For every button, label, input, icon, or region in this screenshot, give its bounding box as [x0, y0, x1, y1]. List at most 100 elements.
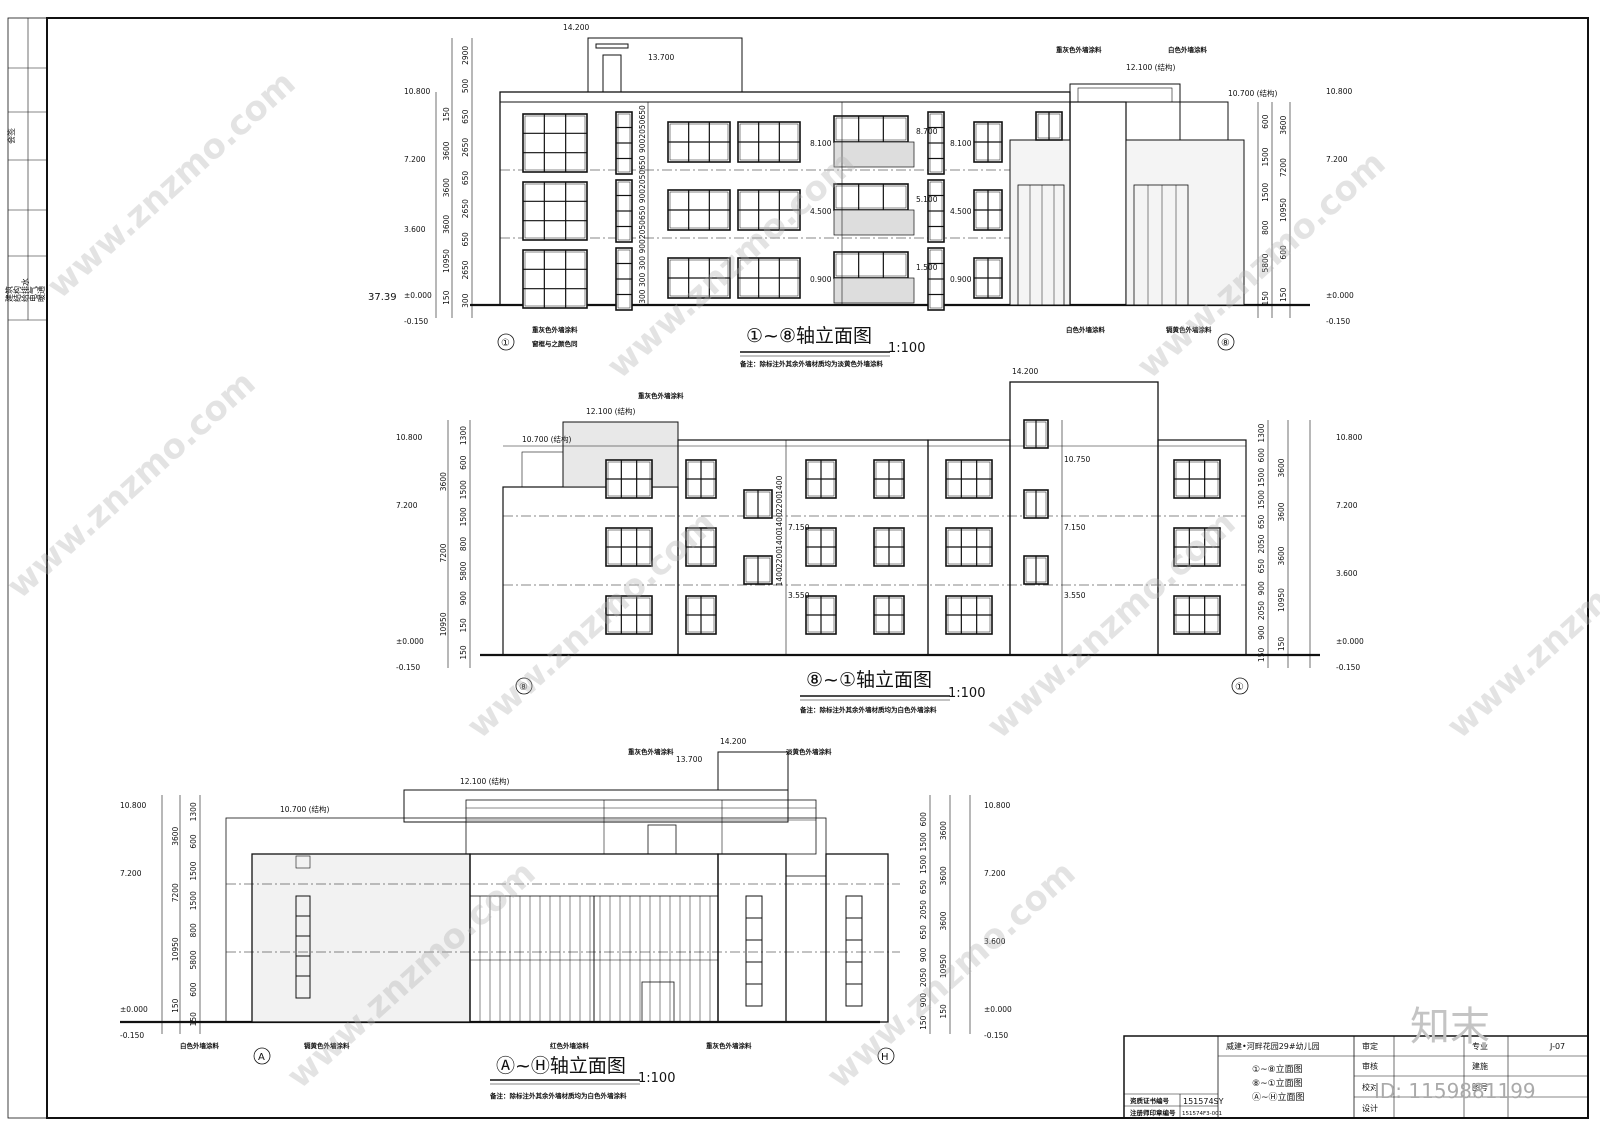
- window: [1023, 419, 1049, 449]
- window: [927, 179, 945, 243]
- dimension-label: 2050: [638, 220, 647, 239]
- note-number: 37.39: [368, 292, 397, 303]
- level-label: ±0.000: [120, 1005, 148, 1014]
- strip-label: 会签: [6, 128, 16, 144]
- dimension-label: 1300: [459, 426, 468, 445]
- dimension-label: 900: [919, 948, 928, 963]
- window: [1173, 459, 1221, 499]
- dimension-label: 650: [638, 155, 647, 170]
- dimension-label: 300: [461, 293, 470, 308]
- dimension-label: 1500: [189, 861, 198, 880]
- level-label: 4.500: [950, 207, 972, 216]
- level-label: 3.550: [1064, 591, 1086, 600]
- level-label: 10.800: [984, 801, 1010, 810]
- dimension-label: 7200: [171, 883, 180, 902]
- window: [737, 189, 801, 231]
- level-label: 13.700: [648, 53, 674, 62]
- dimension-label: 650: [919, 880, 928, 895]
- window: [927, 247, 945, 311]
- dimension-label: 2650: [461, 138, 470, 157]
- reg-value: 151574F3-001: [1182, 1111, 1222, 1117]
- level-label: 7.200: [404, 155, 426, 164]
- axis-marker: A: [258, 1052, 265, 1063]
- window: [833, 251, 909, 279]
- drawing-name: Ⓐ~Ⓗ立面图: [1252, 1091, 1305, 1103]
- dimension-label: 3600: [439, 472, 448, 491]
- dimension-label: 3600: [939, 866, 948, 885]
- level-label: 10.700 (结构): [522, 434, 572, 444]
- dimension-label: 10950: [171, 937, 180, 961]
- dimension-label: 7200: [439, 543, 448, 562]
- tb-row-label: 审核: [1362, 1061, 1378, 1071]
- level-label: 7.200: [1336, 501, 1358, 510]
- level-label: 7.150: [788, 523, 810, 532]
- material-label: 白色外墙涂料: [1066, 325, 1106, 334]
- window: [1023, 555, 1049, 585]
- level-label: 0.900: [950, 275, 972, 284]
- window: [685, 459, 717, 499]
- dimension-label: 2650: [461, 199, 470, 218]
- dimension-label: 150: [1261, 291, 1270, 306]
- window: [805, 527, 837, 567]
- level-label: -0.150: [404, 317, 428, 326]
- level-label: -0.150: [396, 663, 420, 672]
- dimension-label: 600: [1261, 114, 1270, 129]
- axis-marker: ⑧: [1221, 338, 1230, 349]
- window: [1023, 489, 1049, 519]
- dimension-label: 600: [189, 834, 198, 849]
- windows-row: [522, 111, 1063, 311]
- elevation-note: 备注：除标注外其余外墙材质均为白色外墙涂料: [799, 705, 937, 714]
- dimension-label: 900: [919, 993, 928, 1008]
- window: [945, 595, 993, 635]
- material-label: 重灰色外墙涂料: [532, 325, 578, 334]
- level-label: 8.700: [916, 127, 938, 136]
- window: [945, 459, 993, 499]
- dimension-label: 650: [1257, 514, 1266, 529]
- dimension-label: 1500: [919, 832, 928, 851]
- dimension-label: 1500: [1261, 183, 1270, 202]
- dimension-label: 600: [919, 812, 928, 827]
- window: [737, 257, 801, 299]
- dimension-label: 3600: [1279, 115, 1288, 134]
- level-label: 14.200: [720, 737, 746, 746]
- window: [743, 555, 773, 585]
- level-label: -0.150: [1336, 663, 1360, 672]
- dimension-label: 650: [461, 109, 470, 124]
- dimension-label: 150: [459, 645, 468, 660]
- level-label: ±0.000: [984, 1005, 1012, 1014]
- watermark-text: www.znzmo.com: [1439, 503, 1600, 746]
- dimension-label: 600: [459, 455, 468, 470]
- dimension-label: 300: [638, 289, 647, 304]
- elevation-scale: 1:100: [638, 1071, 675, 1086]
- cert-label: 资质证书编号: [1130, 1096, 1170, 1105]
- dimension-label: 600: [1279, 245, 1288, 260]
- inner-frame: [46, 17, 1589, 1119]
- dimension-label: 3600: [1277, 546, 1286, 565]
- cert-value: 151574SY: [1183, 1097, 1224, 1106]
- window: [522, 113, 588, 173]
- dimension-label: 900: [1257, 625, 1266, 640]
- level-label: 13.700: [676, 755, 702, 764]
- dimension-label: 5800: [459, 561, 468, 580]
- elevation-note: 备注：除标注外其余外墙材质均为白色外墙涂料: [489, 1091, 627, 1100]
- dotted-block: [251, 853, 471, 1023]
- window: [685, 527, 717, 567]
- material-label: 红色外墙涂料: [550, 1041, 590, 1050]
- axis-marker: H: [881, 1052, 889, 1063]
- dimension-label: 3600: [442, 178, 451, 197]
- level-label: 10.750: [1064, 455, 1090, 464]
- dimension-label: 2050: [638, 119, 647, 138]
- level-label: 10.800: [396, 433, 422, 442]
- dimension-label: 1300: [189, 802, 198, 821]
- level-label: 14.200: [1012, 367, 1038, 376]
- strip-label: 建筑: [4, 286, 14, 302]
- watermark-text: www.znzmo.com: [819, 853, 1083, 1096]
- watermark-text: www.znzmo.com: [459, 503, 723, 746]
- watermark-id: ID: 1159881199: [1374, 1079, 1536, 1103]
- dimension-label: 10950: [939, 954, 948, 978]
- window: [805, 595, 837, 635]
- window: [737, 121, 801, 163]
- level-label: 3.600: [1336, 569, 1358, 578]
- watermark-text: www.znzmo.com: [0, 363, 263, 606]
